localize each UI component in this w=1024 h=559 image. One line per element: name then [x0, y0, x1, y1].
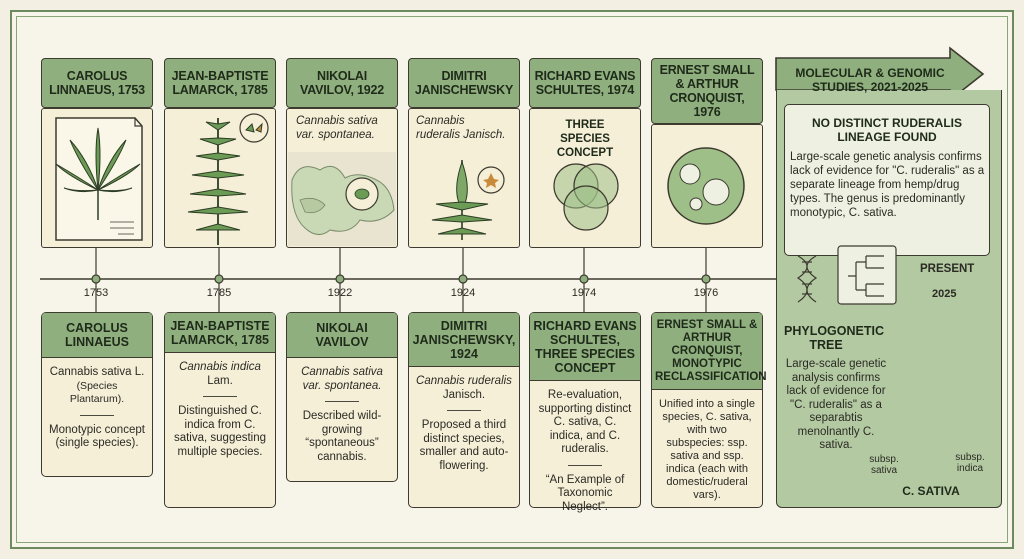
year-label-1753: 1753 [83, 287, 109, 299]
bottom-card-janischewsky: DIMITRI JANISCHEWSKY, 1924 Cannabis rude… [408, 312, 520, 508]
small-cronquist-note: Unified into a single species, C. sativa… [658, 398, 755, 501]
linnaeus-publication: (Species Plantarum). [69, 379, 125, 406]
ruderalis-plant-icon [431, 160, 505, 240]
divider [203, 396, 237, 397]
inner-frame [16, 16, 1008, 543]
divider [325, 401, 359, 402]
tree-title: PHYLOGONETIC TREE [784, 324, 885, 352]
venn-diagram-icon [553, 163, 619, 231]
bottom-card-title: RICHARD EVANS SCHULTES, THREE SPECIES CO… [530, 313, 640, 381]
schultes-quote: “An Example of Taxonomic Neglect”. [545, 473, 625, 513]
present-year: 2025 [932, 288, 957, 300]
phylogenetic-tree-box [784, 314, 990, 500]
bottom-card-linnaeus: CAROLUS LINNAEUS Cannabis sativa L. (Spe… [41, 312, 153, 477]
top-card-header-small-cronquist: ERNEST SMALL & ARTHUR CRONQUIST, 1976 [651, 58, 763, 124]
no-ruderalis-title: NO DISTINCT RUDERALIS LINEAGE FOUND [812, 116, 962, 144]
year-label-1976: 1976 [693, 287, 719, 299]
bottom-card-vavilov: NIKOLAI VAVILOV Cannabis sativa var. spo… [286, 312, 398, 482]
vavilov-top-text-1: Cannabis sativa [296, 115, 378, 127]
year-label-1785: 1785 [206, 287, 232, 299]
top-card-header-vavilov: NIKOLAI VAVILOV, 1922 [286, 58, 398, 108]
vavilov-top-text-2: var. spontanea. [296, 129, 375, 141]
tree-icon-frame [837, 245, 897, 305]
schultes-top-concept: THREE SPECIES CONCEPT [556, 119, 614, 159]
top-card-header-linnaeus: CAROLUS LINNAEUS, 1753 [41, 58, 153, 108]
bottom-card-lamarck: JEAN-BAPTISTE LAMARCK, 1785 Cannabis ind… [164, 312, 276, 508]
lamarck-species: Cannabis indica [179, 361, 261, 373]
tree-text: Large-scale genetic analysis confirms la… [785, 358, 887, 451]
schultes-note: Re-evaluation, supporting distinct C. sa… [538, 389, 632, 455]
bottom-card-title: DIMITRI JANISCHEWSKY, 1924 [409, 313, 519, 367]
vavilov-variety: var. spontanea. [302, 379, 382, 392]
linnaeus-species: Cannabis sativa L. [49, 366, 145, 378]
year-label-1922: 1922 [327, 287, 353, 299]
lamarck-note: Distinguished C. indica from C. sativa, … [173, 405, 267, 458]
year-label-1924: 1924 [450, 287, 476, 299]
tree-icon [848, 255, 884, 297]
top-card-header-janischewsky: DIMITRI JANISCHEWSKY [408, 58, 520, 108]
bottom-card-small-cronquist: ERNEST SMALL & ARTHUR CRONQUIST, MONOTYP… [651, 312, 767, 508]
bottom-card-title: ERNEST SMALL & ARTHUR CRONQUIST, MONOTYP… [652, 313, 767, 390]
monotypic-circle-icon [667, 147, 745, 225]
janischewsky-top-text-2: ruderalis Janisch. [416, 129, 506, 141]
present-label: PRESENT [920, 263, 975, 275]
janischewsky-author: Janisch. [442, 388, 486, 401]
bottom-card-schultes: RICHARD EVANS SCHULTES, THREE SPECIES CO… [529, 312, 641, 513]
herbarium-sheet-icon [55, 117, 143, 241]
divider [568, 464, 602, 466]
subsp-sativa-label: subsp. sativa [869, 454, 899, 476]
top-card-header-lamarck: JEAN-BAPTISTE LAMARCK, 1785 [164, 58, 276, 108]
bottom-card-title: NIKOLAI VAVILOV [287, 313, 397, 358]
lamarck-author: Lam. [207, 374, 233, 387]
modern-studies-header: MOLECULAR & GENOMIC STUDIES, 2021-2025 [795, 66, 945, 94]
divider [80, 414, 114, 416]
dna-icon [796, 255, 818, 303]
janischewsky-species: Cannabis ruderalis [416, 375, 512, 387]
map-icon [288, 152, 396, 246]
no-ruderalis-text: Large-scale genetic analysis confirms la… [790, 151, 985, 219]
year-label-1974: 1974 [571, 287, 597, 299]
vavilov-species: Cannabis sativa [301, 366, 383, 378]
bottom-card-title: CAROLUS LINNAEUS [42, 313, 152, 358]
divider [447, 410, 481, 411]
janischewsky-top-text-1: Cannabis [416, 115, 465, 127]
janischewsky-note: Proposed a third distinct species, small… [419, 419, 509, 472]
vavilov-note: Described wild-growing “spontaneous” can… [302, 410, 382, 463]
no-ruderalis-box [784, 104, 990, 256]
linnaeus-note: Monotypic concept (single species). [49, 423, 145, 450]
result-label: C. SATIVA [902, 484, 960, 498]
bottom-card-title: JEAN-BAPTISTE LAMARCK, 1785 [165, 313, 275, 353]
tall-plant-icon [187, 113, 269, 245]
subsp-indica-label: subsp. indica [955, 452, 985, 474]
top-card-header-schultes: RICHARD EVANS SCHULTES, 1974 [529, 58, 641, 108]
